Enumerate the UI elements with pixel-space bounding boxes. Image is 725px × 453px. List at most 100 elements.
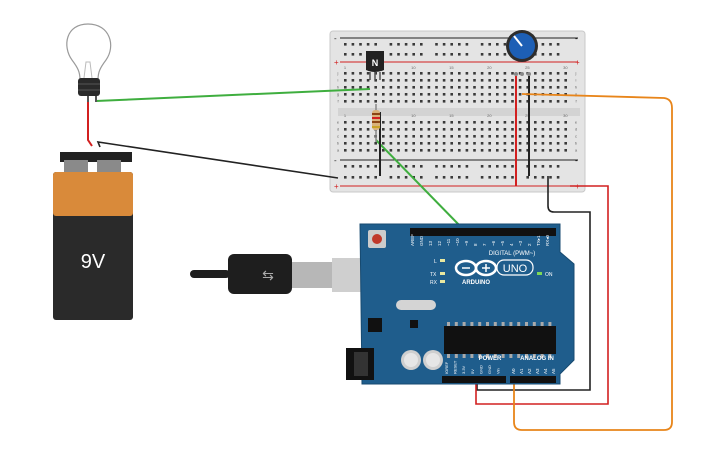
breadboard-hole[interactable] [496, 100, 499, 103]
breadboard-hole[interactable] [473, 79, 476, 82]
breadboard-hole[interactable] [359, 142, 362, 145]
breadboard-hole[interactable] [526, 135, 529, 138]
breadboard-hole[interactable] [404, 165, 408, 168]
breadboard-hole[interactable] [496, 86, 499, 89]
breadboard-hole[interactable] [518, 128, 522, 131]
breadboard-hole[interactable] [534, 176, 537, 179]
breadboard-hole[interactable] [480, 176, 484, 179]
breadboard-hole[interactable] [359, 135, 362, 138]
breadboard-hole[interactable] [420, 72, 423, 75]
breadboard-hole[interactable] [534, 100, 537, 103]
breadboard-hole[interactable] [556, 135, 560, 138]
breadboard-hole[interactable] [397, 93, 400, 96]
breadboard-hole[interactable] [473, 142, 476, 145]
breadboard-hole[interactable] [549, 86, 552, 89]
breadboard-hole[interactable] [366, 149, 370, 152]
breadboard-hole[interactable] [488, 135, 491, 138]
breadboard-hole[interactable] [450, 100, 453, 103]
breadboard-hole[interactable] [496, 121, 499, 124]
breadboard-hole[interactable] [511, 142, 514, 145]
breadboard-hole[interactable] [404, 72, 408, 75]
breadboard-hole[interactable] [526, 79, 529, 82]
breadboard-hole[interactable] [473, 121, 476, 124]
breadboard-hole[interactable] [458, 121, 461, 124]
breadboard-hole[interactable] [351, 100, 355, 103]
breadboard-hole[interactable] [534, 79, 537, 82]
breadboard-hole[interactable] [564, 135, 567, 138]
breadboard-hole[interactable] [511, 86, 514, 89]
breadboard-hole[interactable] [556, 79, 560, 82]
breadboard-hole[interactable] [564, 149, 567, 152]
breadboard-hole[interactable] [473, 93, 476, 96]
breadboard-hole[interactable] [442, 121, 446, 124]
breadboard-hole[interactable] [344, 86, 347, 89]
breadboard-hole[interactable] [420, 142, 423, 145]
breadboard-hole[interactable] [488, 100, 491, 103]
breadboard-hole[interactable] [473, 86, 476, 89]
breadboard-hole[interactable] [389, 142, 393, 145]
breadboard-hole[interactable] [374, 43, 377, 46]
potentiometer[interactable] [506, 30, 538, 76]
breadboard-hole[interactable] [412, 79, 415, 82]
breadboard-hole[interactable] [435, 149, 438, 152]
breadboard-hole[interactable] [404, 79, 408, 82]
breadboard-hole[interactable] [549, 100, 552, 103]
breadboard-hole[interactable] [420, 53, 423, 56]
breadboard-hole[interactable] [458, 149, 461, 152]
breadboard-hole[interactable] [518, 142, 522, 145]
breadboard-hole[interactable] [473, 135, 476, 138]
breadboard-hole[interactable] [442, 43, 446, 46]
breadboard-hole[interactable] [344, 142, 347, 145]
breadboard-hole[interactable] [435, 121, 438, 124]
breadboard-hole[interactable] [404, 86, 408, 89]
breadboard-hole[interactable] [556, 53, 560, 56]
breadboard-hole[interactable] [549, 121, 552, 124]
breadboard-hole[interactable] [351, 93, 355, 96]
breadboard-hole[interactable] [427, 135, 431, 138]
breadboard-hole[interactable] [518, 121, 522, 124]
breadboard-hole[interactable] [389, 128, 393, 131]
breadboard-hole[interactable] [366, 135, 370, 138]
breadboard-hole[interactable] [480, 165, 484, 168]
breadboard-hole[interactable] [359, 53, 362, 56]
breadboard-hole[interactable] [351, 165, 355, 168]
breadboard-hole[interactable] [465, 135, 469, 138]
breadboard-hole[interactable] [549, 72, 552, 75]
breadboard-hole[interactable] [397, 165, 400, 168]
breadboard-hole[interactable] [473, 72, 476, 75]
breadboard-hole[interactable] [427, 72, 431, 75]
breadboard-hole[interactable] [404, 53, 408, 56]
breadboard-hole[interactable] [503, 93, 507, 96]
usb-cable[interactable]: ⇆ [190, 254, 364, 294]
breadboard-hole[interactable] [351, 53, 355, 56]
breadboard-hole[interactable] [427, 149, 431, 152]
breadboard-hole[interactable] [366, 176, 370, 179]
breadboard-hole[interactable] [382, 79, 385, 82]
breadboard-hole[interactable] [496, 142, 499, 145]
breadboard-hole[interactable] [412, 93, 415, 96]
breadboard-hole[interactable] [541, 53, 545, 56]
breadboard-hole[interactable] [503, 165, 507, 168]
breadboard-hole[interactable] [382, 100, 385, 103]
breadboard-hole[interactable] [351, 43, 355, 46]
breadboard-hole[interactable] [412, 121, 415, 124]
breadboard-hole[interactable] [351, 121, 355, 124]
breadboard-hole[interactable] [435, 72, 438, 75]
breadboard-hole[interactable] [503, 135, 507, 138]
breadboard-hole[interactable] [374, 176, 377, 179]
breadboard-hole[interactable] [541, 72, 545, 75]
breadboard-hole[interactable] [344, 72, 347, 75]
breadboard-hole[interactable] [549, 135, 552, 138]
breadboard-hole[interactable] [549, 79, 552, 82]
breadboard-hole[interactable] [541, 43, 545, 46]
breadboard-hole[interactable] [473, 149, 476, 152]
breadboard-hole[interactable] [450, 176, 453, 179]
breadboard-hole[interactable] [382, 121, 385, 124]
breadboard-hole[interactable] [427, 142, 431, 145]
breadboard-hole[interactable] [526, 121, 529, 124]
breadboard-hole[interactable] [397, 176, 400, 179]
breadboard-hole[interactable] [458, 86, 461, 89]
breadboard-hole[interactable] [465, 100, 469, 103]
breadboard-hole[interactable] [534, 142, 537, 145]
breadboard-hole[interactable] [366, 121, 370, 124]
